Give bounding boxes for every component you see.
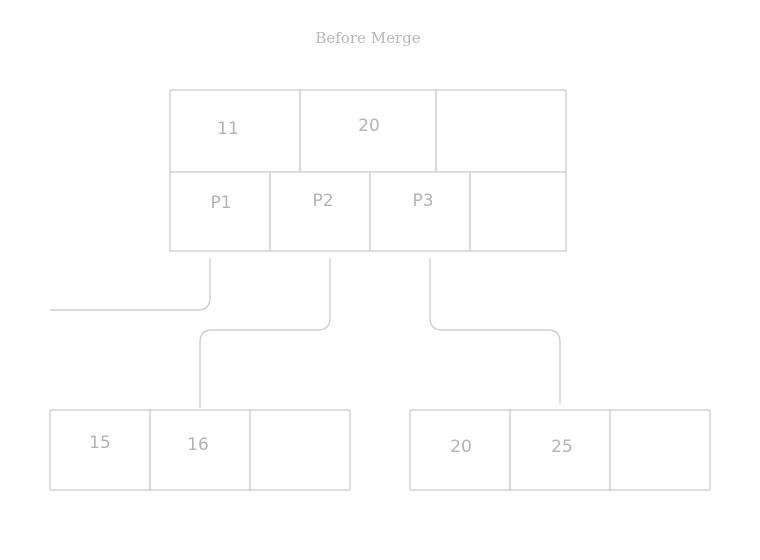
root-key-2: 20 [358, 116, 380, 136]
right-child-cell-3 [609, 409, 711, 491]
root-key-cell-2 [299, 89, 437, 173]
root-pointer-2: P2 [312, 191, 333, 211]
left-child-cell-3 [249, 409, 351, 491]
root-key-cell-3 [435, 89, 567, 173]
left-child-node: 15 16 [49, 409, 351, 491]
root-pointer-cell-1 [169, 171, 271, 252]
edge-p3-to-right-child [429, 258, 561, 404]
root-key-cell-1 [169, 89, 301, 173]
edge-p1-offscreen-left [50, 258, 211, 311]
right-child-cell-2 [509, 409, 611, 491]
root-pointer-cell-2 [269, 171, 371, 252]
root-key-1: 11 [217, 119, 239, 139]
right-child-cell-1 [409, 409, 511, 491]
root-pointer-3: P3 [412, 191, 433, 211]
right-child-node: 20 25 [409, 409, 711, 491]
root-pointer-cell-3 [369, 171, 471, 252]
left-child-key-2: 16 [187, 435, 209, 455]
left-child-cell-2 [149, 409, 251, 491]
edge-p2-to-left-child [199, 258, 331, 408]
left-child-key-1: 15 [89, 433, 111, 453]
right-child-key-2: 25 [551, 437, 573, 457]
root-pointer-row: P1 P2 P3 [169, 171, 567, 252]
root-pointer-cell-4 [469, 171, 567, 252]
right-child-key-1: 20 [450, 437, 472, 457]
root-key-row: 11 20 [169, 89, 567, 173]
root-node: 11 20 P1 P2 P3 [169, 89, 567, 252]
root-pointer-1: P1 [210, 193, 231, 213]
left-child-cell-1 [49, 409, 151, 491]
diagram-title: Before Merge [315, 29, 420, 47]
